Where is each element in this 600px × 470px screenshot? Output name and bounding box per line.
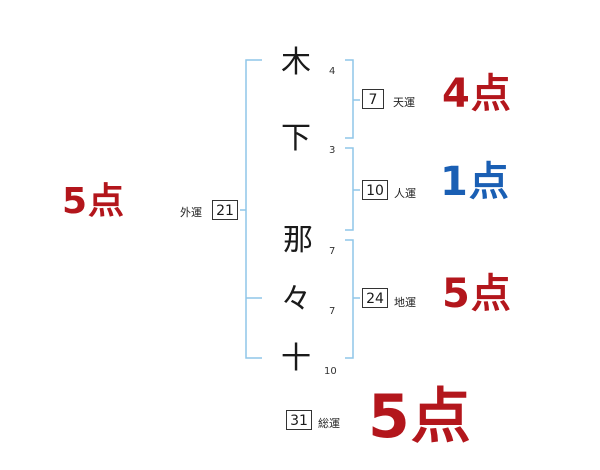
stroke-count-5: 10 xyxy=(324,366,337,377)
gaiun-label: 外運 xyxy=(180,206,202,219)
tenun-value-box: 7 xyxy=(362,89,384,109)
chiun-value-box: 24 xyxy=(362,288,388,308)
chiun-score: 5点 xyxy=(442,271,512,317)
tenun-score: 4点 xyxy=(442,71,512,117)
stroke-count-1: 4 xyxy=(329,66,336,77)
jinun-bracket xyxy=(345,147,354,231)
name-char-1: 木 xyxy=(281,45,311,80)
soun-value-box: 31 xyxy=(286,410,312,430)
soun-score: 5点 xyxy=(368,382,472,452)
chiun-label: 地運 xyxy=(394,296,416,309)
name-char-4: 々 xyxy=(281,282,311,317)
jinun-score: 1点 xyxy=(440,159,510,205)
jinun-value-box: 10 xyxy=(362,180,388,200)
tenun-bracket xyxy=(345,59,354,139)
soun-label: 総運 xyxy=(318,417,340,430)
name-char-3: 那 xyxy=(283,223,313,258)
gaiun-bracket xyxy=(245,59,262,359)
stroke-count-4: 7 xyxy=(329,306,336,317)
chiun-bracket xyxy=(345,239,354,359)
name-char-5: 十 xyxy=(281,341,311,376)
gaiun-value-box: 21 xyxy=(212,200,238,220)
tenun-label: 天運 xyxy=(393,96,415,109)
jinun-label: 人運 xyxy=(394,187,416,200)
name-char-2: 下 xyxy=(281,121,311,156)
stroke-count-2: 3 xyxy=(329,145,336,156)
stroke-count-3: 7 xyxy=(329,246,336,257)
gaiun-score: 5点 xyxy=(62,181,126,222)
